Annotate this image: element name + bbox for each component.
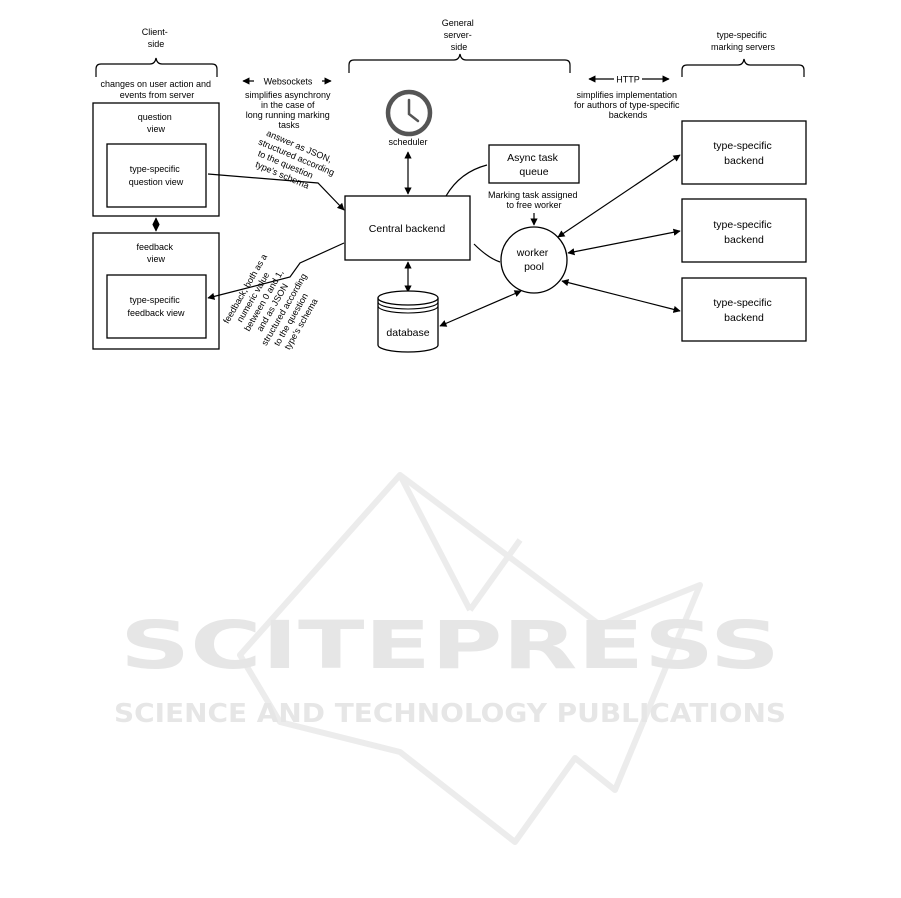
watermark-book-outline [237,472,703,845]
marking-servers-heading: type-specific marking servers [711,30,776,52]
type-specific-backend-2-label: type-specific backend [713,219,774,246]
scheduler-label: scheduler [388,137,427,147]
type-specific-question-view-box [106,143,207,208]
clock-icon [385,89,433,137]
worker-backend-3-arrow [561,279,681,313]
publisher-watermark: SCITEPRESS SCIENCE AND TECHNOLOGY PUBLIC… [114,472,786,845]
type-specific-backend-3-box [681,277,807,342]
marking-servers-brace [681,58,805,77]
backend-queue-link [445,164,488,197]
type-specific-backend-2-box [681,198,807,263]
client-side-note: changes on user action and events from s… [100,79,213,100]
type-specific-backend-3-label: type-specific backend [713,297,774,324]
websockets-label: Websockets [264,77,313,87]
feedback-view-label: feedback view [136,242,175,264]
worker-pool-label: worker pool [516,247,551,273]
central-backend-box [344,195,471,261]
watermark-book-spine [397,473,523,612]
answer-arrow [207,173,345,211]
worker-backend-2-arrow [567,228,681,256]
client-side-heading: Client- side [142,27,171,49]
worker-backend-link [473,243,501,263]
http-note: simplifies implementation for authors of… [574,90,682,120]
websockets-label-bg [254,75,322,87]
question-view-label: question view [138,112,175,134]
type-specific-backend-1-label: type-specific backend [713,140,774,167]
type-specific-question-view-label: type-specific question view [129,164,184,187]
http-label: HTTP [616,75,640,85]
feedback-note: feedback, both as a numeric value betwee… [221,248,329,359]
server-side-brace [348,53,571,73]
database-worker-arrow [439,290,522,327]
websockets-note: simplifies asynchrony in the case of lon… [245,90,333,130]
type-specific-feedback-view-label: type-specific feedback view [127,295,185,318]
client-side-brace [95,57,218,77]
central-backend-label: Central backend [369,223,446,235]
marking-task-note: Marking task assigned to free worker [488,190,580,210]
async-task-queue-label: Async task queue [507,152,561,178]
worker-backend-1-arrow [557,154,681,238]
feedback-arrow [207,242,345,300]
worker-pool-node [500,226,568,294]
type-specific-backend-1-box [681,120,807,185]
http-label-bg [614,73,642,85]
general-server-side-heading: General server- side [442,18,477,52]
database-cylinder [377,290,439,353]
watermark-title: SCITEPRESS [120,607,780,684]
answer-note: answer as JSON, structured according to … [248,126,342,198]
database-label: database [386,327,429,339]
type-specific-feedback-view-box [106,274,207,339]
watermark-subtitle: SCIENCE AND TECHNOLOGY PUBLICATIONS [114,699,786,729]
